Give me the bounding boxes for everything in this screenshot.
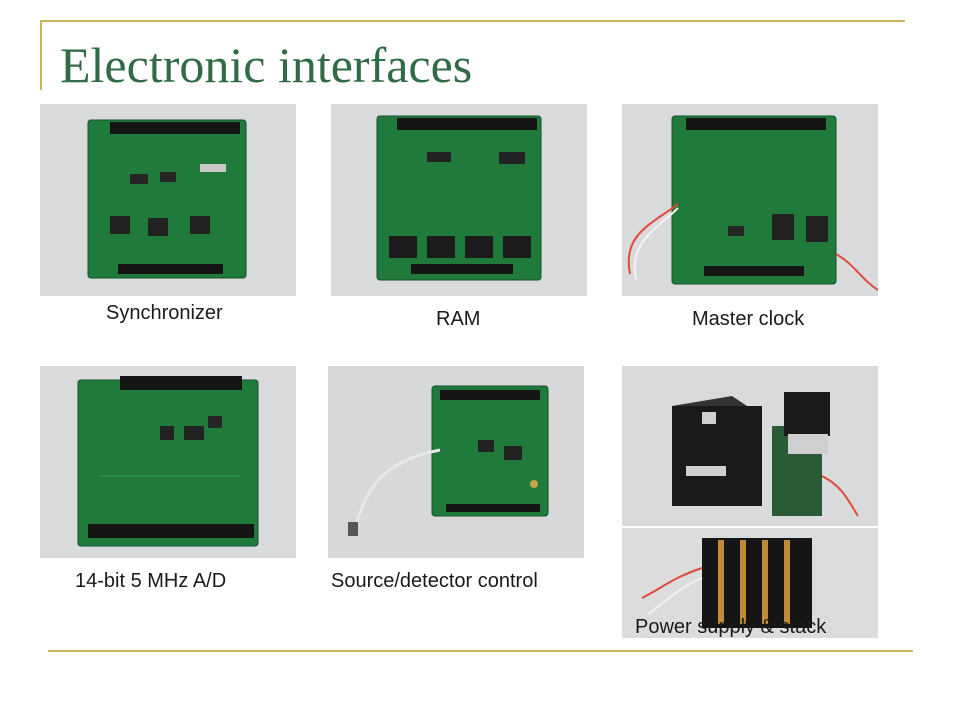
ram-caption: RAM bbox=[436, 308, 481, 330]
board-stack-image bbox=[622, 528, 878, 638]
power-supply-enclosure-image bbox=[622, 366, 878, 526]
synchronizer-board-image bbox=[40, 104, 296, 296]
power-supply-photo-top bbox=[622, 366, 878, 526]
source-detector-caption: Source/detector control bbox=[331, 570, 538, 592]
master-clock-photo bbox=[622, 104, 878, 296]
bottom-rule bbox=[48, 650, 913, 652]
source-detector-photo bbox=[328, 366, 584, 558]
adc-photo bbox=[40, 366, 296, 558]
ram-photo bbox=[331, 104, 587, 296]
power-supply-caption: Power supply & stack bbox=[635, 616, 827, 638]
slide-title: Electronic interfaces bbox=[60, 37, 473, 93]
synchronizer-photo bbox=[40, 104, 296, 296]
source-detector-board-image bbox=[328, 366, 584, 558]
master-clock-caption: Master clock bbox=[692, 308, 805, 330]
top-rule bbox=[40, 20, 905, 22]
adc-board-image bbox=[40, 366, 296, 558]
master-clock-board-image bbox=[622, 104, 878, 296]
left-rule bbox=[40, 20, 42, 90]
synchronizer-caption: Synchronizer bbox=[106, 302, 223, 324]
power-supply-photo-bottom bbox=[622, 528, 878, 638]
ram-board-image bbox=[331, 104, 587, 296]
adc-caption: 14-bit 5 MHz A/D bbox=[75, 570, 227, 592]
